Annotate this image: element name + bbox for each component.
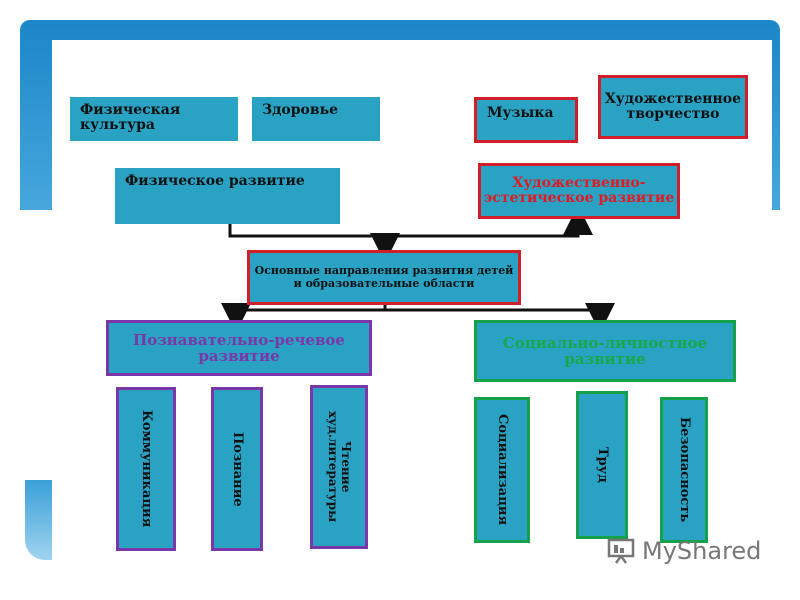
watermark-text: MyShared: [642, 537, 762, 565]
box-core: Основные направления развития детей и об…: [247, 250, 521, 305]
label-art-aesthetic-dev: Художественно-эстетическое развитие: [483, 174, 675, 206]
label-cognitive-speech: Познавательно-речевое развитие: [133, 330, 345, 365]
box-social-personal: Социально-личностное развитие: [474, 320, 736, 382]
label-art-creativity: Художественное творчество: [604, 90, 742, 122]
box-phys-dev: Физическое развитие: [115, 168, 340, 224]
box-health: Здоровье: [252, 97, 380, 141]
box-safety: Безопасность: [660, 397, 708, 543]
box-socialization: Социализация: [474, 397, 530, 543]
watermark-logo: MyShared: [606, 537, 761, 565]
label-social-personal: Социально-личностное развитие: [502, 333, 708, 368]
box-art-aesthetic-dev: Художественно-эстетическое развитие: [478, 163, 680, 219]
label-core: Основные направления развития детей и об…: [254, 264, 514, 290]
label-health: Здоровье: [262, 102, 339, 118]
box-labor: Труд: [576, 391, 628, 539]
label-labor: Труд: [595, 447, 611, 483]
box-art-creativity: Художественное творчество: [598, 75, 748, 139]
label-phys-culture: Физическая культура: [80, 102, 181, 134]
label-music: Музыка: [487, 105, 554, 121]
label-safety: Безопасность: [677, 417, 693, 523]
box-reading: Чтение худ.литературы: [310, 385, 368, 549]
label-socialization: Социализация: [495, 414, 511, 526]
label-cognition: Познание: [230, 431, 246, 507]
presentation-board-icon: [607, 538, 635, 564]
label-reading-line2: худ.литературы: [326, 411, 340, 523]
box-cognition: Познание: [211, 387, 263, 551]
label-reading-line1: Чтение: [339, 441, 354, 493]
label-communication: Коммуникация: [139, 410, 155, 528]
box-music: Музыка: [474, 97, 578, 143]
label-phys-dev: Физическое развитие: [125, 173, 305, 189]
box-cognitive-speech: Познавательно-речевое развитие: [106, 320, 372, 376]
box-communication: Коммуникация: [116, 387, 176, 551]
slide-corner-decoration: [25, 480, 55, 560]
label-reading: Чтение худ.литературы: [326, 411, 354, 523]
box-phys-culture: Физическая культура: [70, 97, 238, 141]
connector-top: [228, 222, 580, 238]
